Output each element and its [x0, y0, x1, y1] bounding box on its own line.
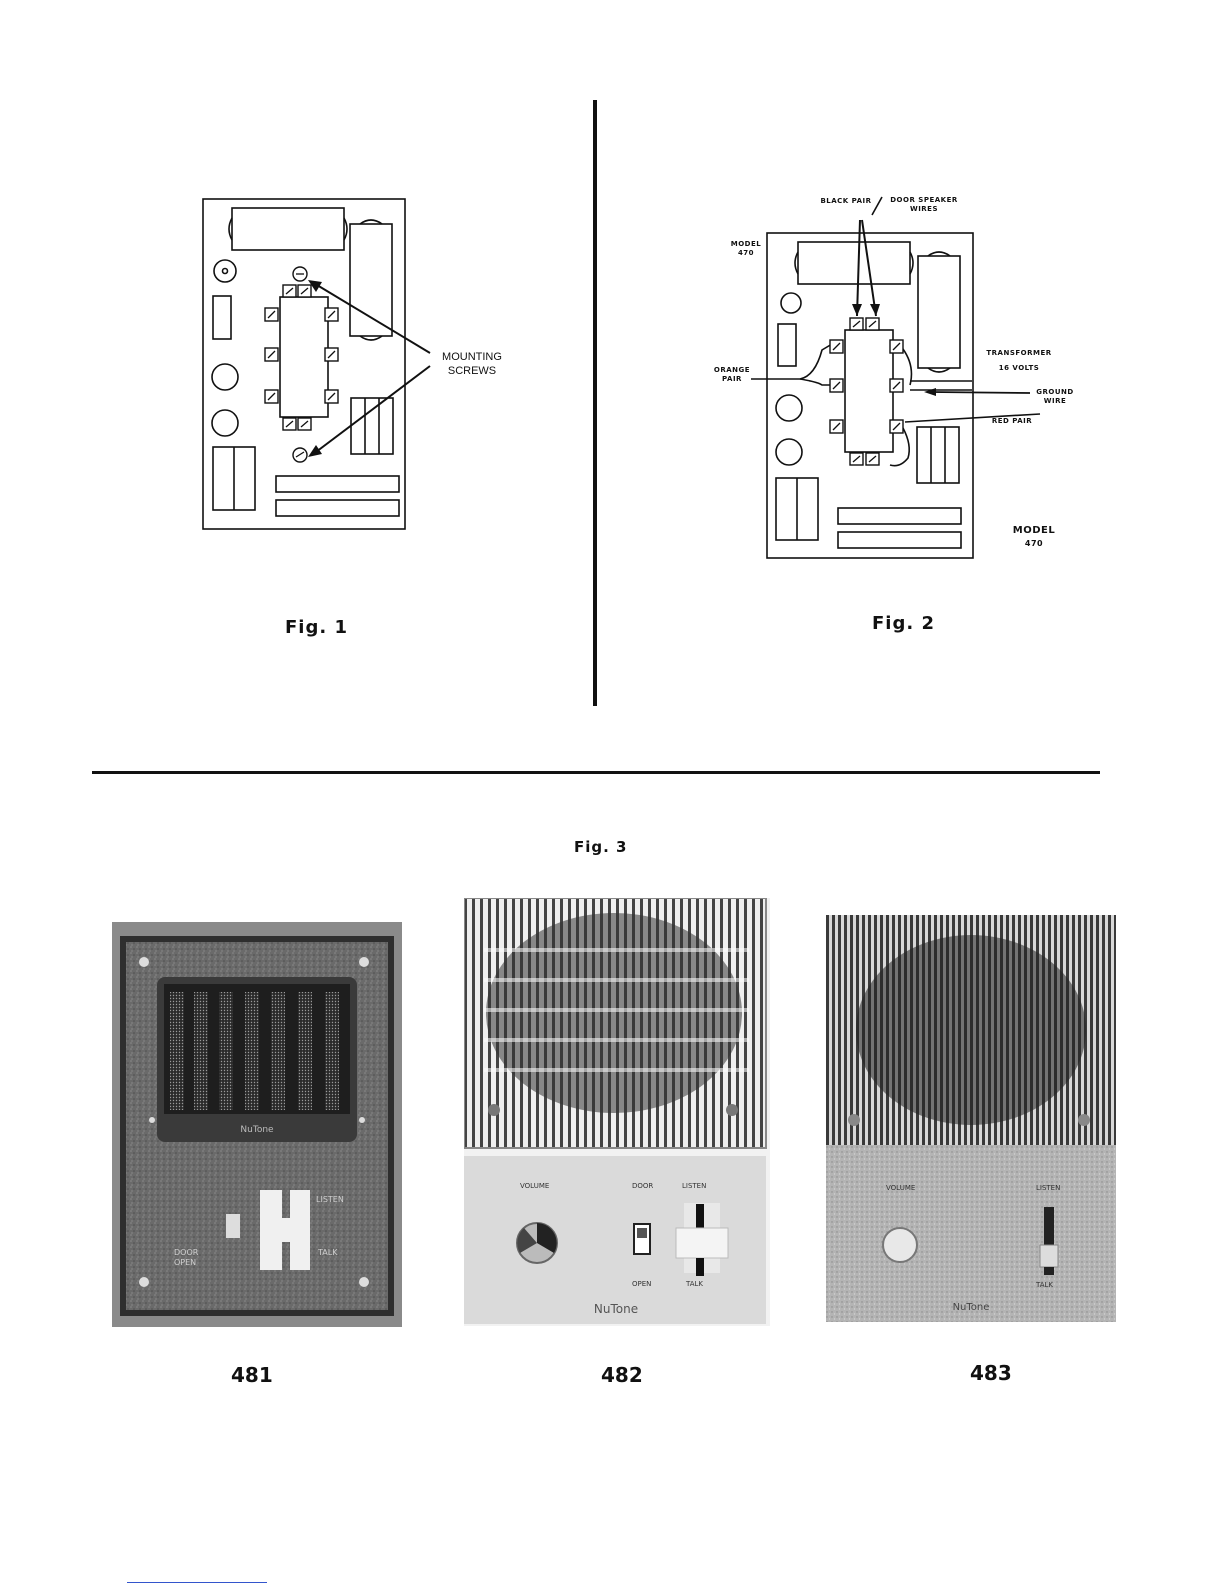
fig2-caption: Fig. 2 [872, 613, 935, 634]
transformer-word: TRANSFORMER [984, 349, 1054, 358]
model-481-brand: NuTone [240, 1125, 274, 1135]
fig2-ground-wire-label: GROUND WIRE [1028, 388, 1082, 406]
model-word: MODEL [1010, 524, 1058, 537]
model-481-label-open: OPEN [174, 1258, 196, 1267]
model-482-label-volume: VOLUME [520, 1182, 549, 1190]
screws-label: SCREWS [432, 364, 512, 378]
model-483-label-listen: LISTEN [1036, 1184, 1060, 1192]
model-483-label-volume: VOLUME [886, 1184, 915, 1192]
horizontal-divider [92, 771, 1100, 774]
fig2-black-pair-label: BLACK PAIR [818, 197, 874, 206]
model-word: MODEL [726, 240, 766, 249]
fig3-caption: Fig. 3 [574, 838, 627, 856]
model-482-label-open: OPEN [632, 1280, 651, 1288]
fig2-orange-pair-label: ORANGE PAIR [712, 366, 752, 384]
wires-line: WIRES [880, 205, 968, 214]
model-481-number: 481 [231, 1363, 273, 1387]
model-482-label-listen: LISTEN [682, 1182, 706, 1190]
fig2-door-speaker-label: DOOR SPEAKER WIRES [880, 196, 968, 214]
model-482-photo: VOLUME DOOR LISTEN OPEN TALK NuTone [464, 898, 770, 1326]
mounting-label: MOUNTING [432, 350, 512, 364]
model-483-label-talk: TALK [1035, 1281, 1053, 1289]
fig2-red-pair-label: RED PAIR [984, 417, 1040, 426]
fig1-mounting-screws-label: MOUNTING SCREWS [432, 350, 512, 378]
model-482-number: 482 [601, 1363, 643, 1387]
pair-word: PAIR [712, 375, 752, 384]
fig2-transformer-label: TRANSFORMER 16 VOLTS [984, 349, 1054, 373]
fig2-model-bottom-label: MODEL 470 [1010, 524, 1058, 550]
fig2-model-top-label: MODEL 470 [726, 240, 766, 258]
model-481-label-listen: LISTEN [316, 1195, 344, 1204]
model-481-label-door: DOOR [174, 1248, 199, 1257]
vertical-divider [593, 100, 597, 706]
model-483-number: 483 [970, 1361, 1012, 1385]
door-speaker-line: DOOR SPEAKER [880, 196, 968, 205]
model-482-brand: NuTone [594, 1302, 638, 1316]
bottom-link-underline [127, 1582, 267, 1583]
model-481-label-talk: TALK [317, 1248, 338, 1257]
model-481-panel: NuTone DOOR OPEN LISTEN TALK [112, 922, 402, 1327]
model-482-panel: VOLUME DOOR LISTEN OPEN TALK NuTone [464, 898, 770, 1326]
model-482-label-talk: TALK [685, 1280, 703, 1288]
model-483-panel: VOLUME LISTEN TALK NuTone [826, 915, 1116, 1322]
model-483-brand: NuTone [953, 1302, 990, 1313]
model-number: 470 [726, 249, 766, 258]
model-number: 470 [1010, 537, 1058, 550]
orange-word: ORANGE [712, 366, 752, 375]
model-483-photo: VOLUME LISTEN TALK NuTone [826, 915, 1116, 1322]
fig1-caption: Fig. 1 [285, 617, 348, 638]
wire-word: WIRE [1028, 397, 1082, 406]
ground-word: GROUND [1028, 388, 1082, 397]
model-481-photo: NuTone DOOR OPEN LISTEN TALK [112, 922, 402, 1327]
volts-word: 16 VOLTS [984, 364, 1054, 373]
model-482-label-door: DOOR [632, 1182, 653, 1190]
